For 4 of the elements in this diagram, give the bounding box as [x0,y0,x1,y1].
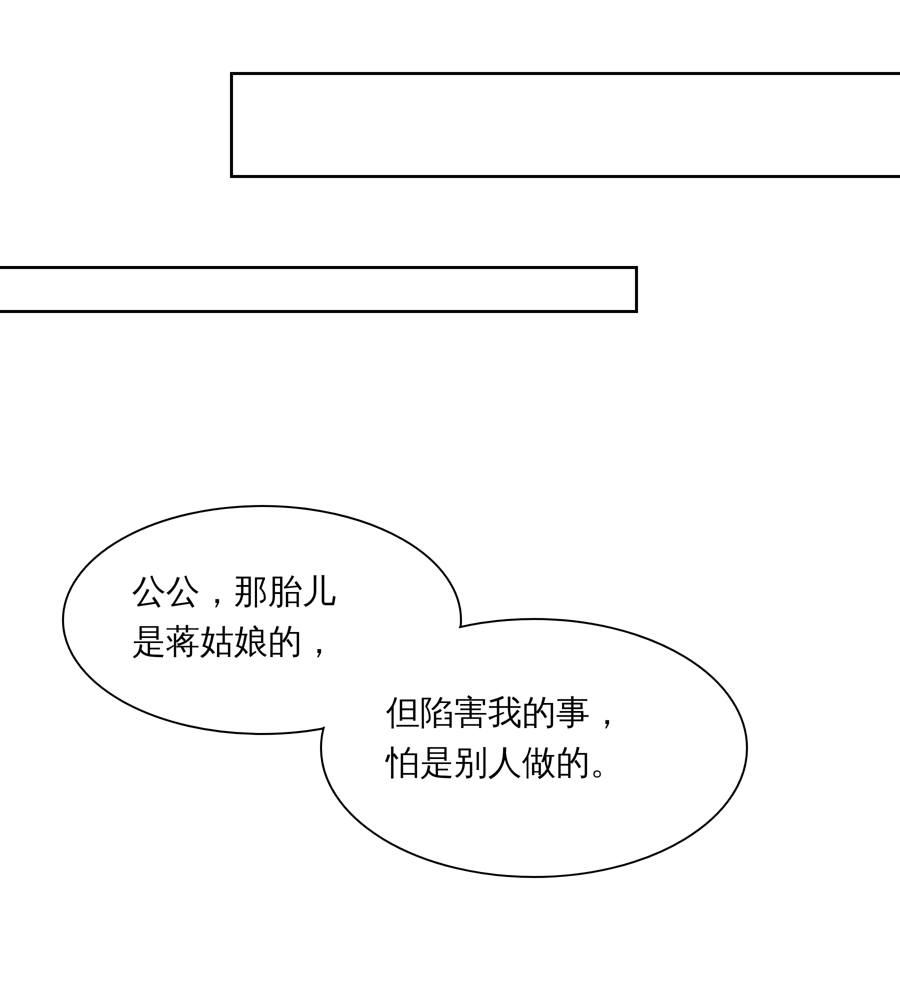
speech-text: 但陷害我的事，怕是别人做的。 [386,692,625,785]
speech-text: 公公，那胎儿是蒋姑娘的， [132,571,337,664]
panel-frame [230,72,900,178]
panel-frame [0,266,638,313]
